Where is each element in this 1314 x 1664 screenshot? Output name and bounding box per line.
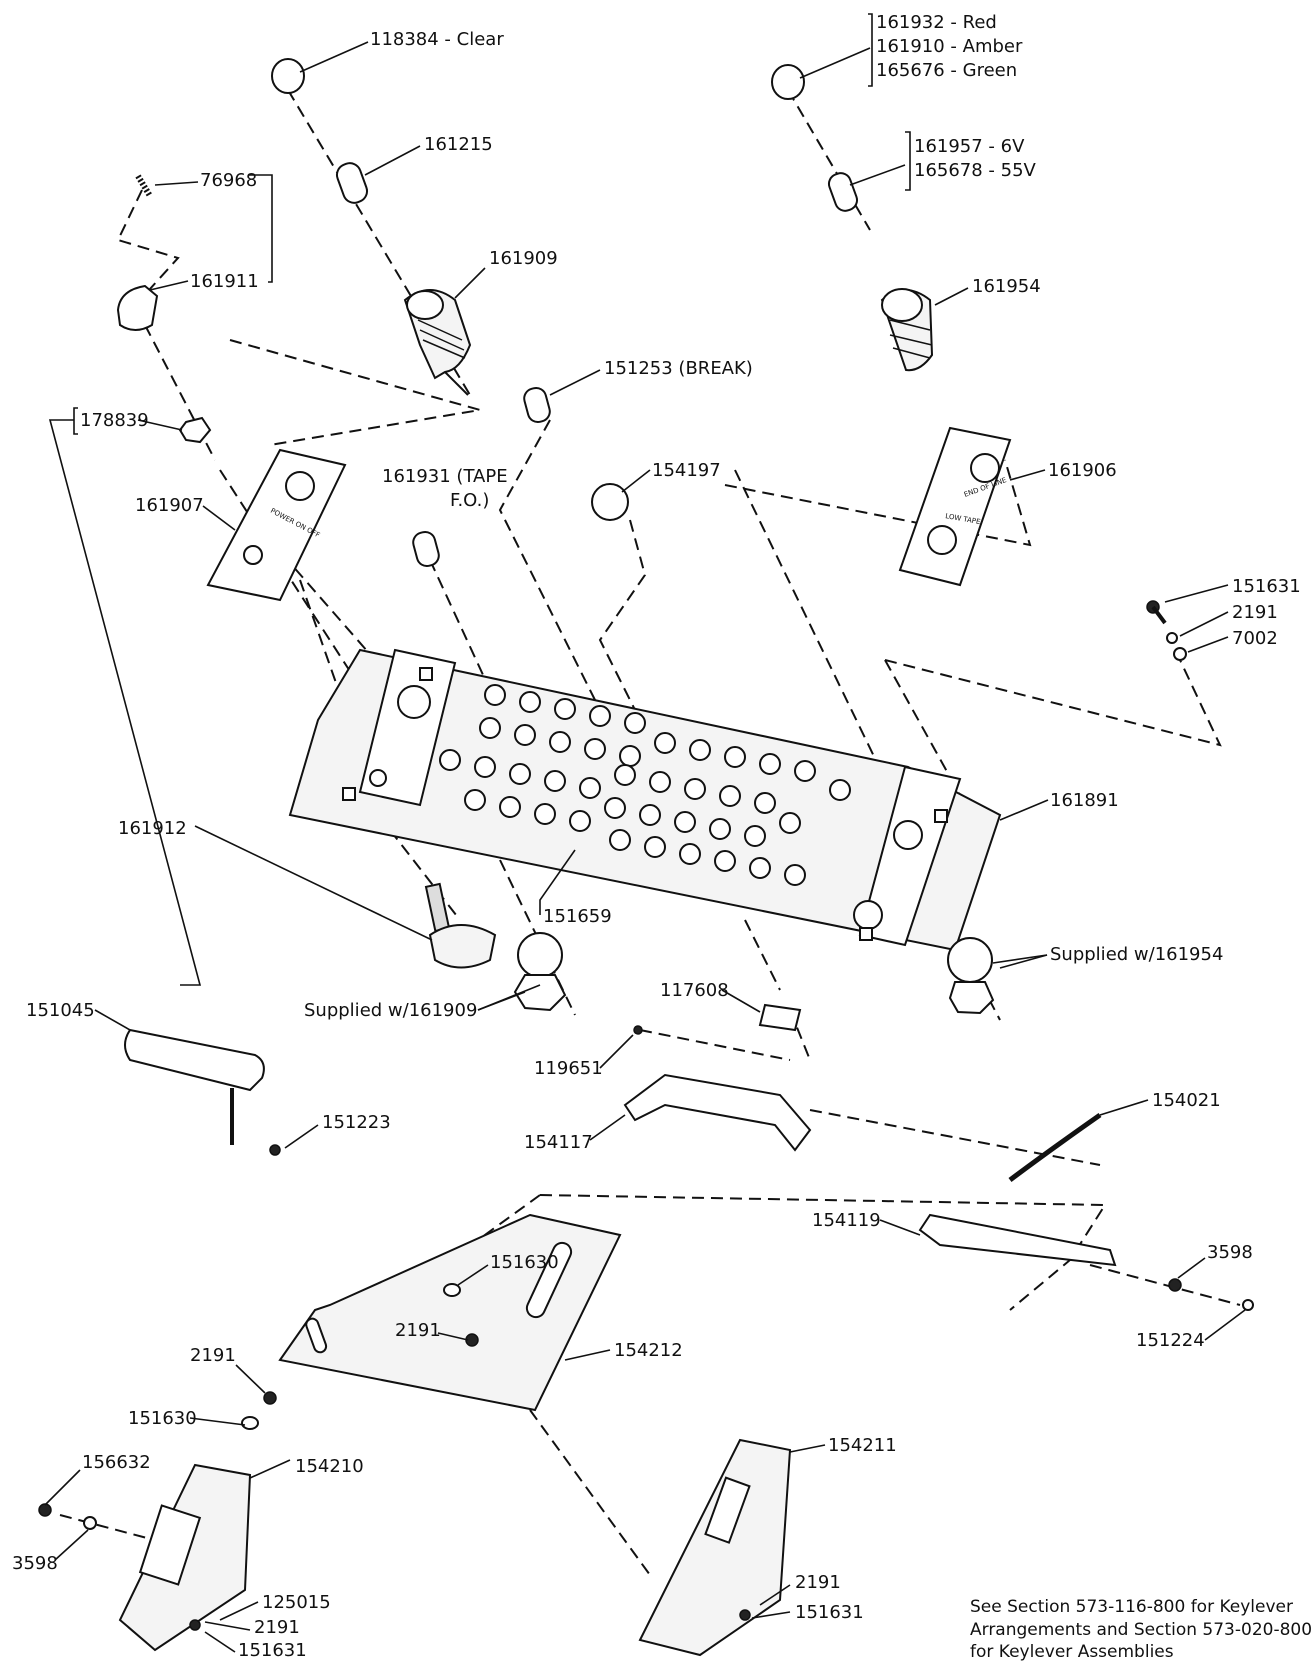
label-161957: 161957 - 6V xyxy=(914,136,1025,157)
label-151223: 151223 xyxy=(322,1112,391,1133)
label-151631-bl: 151631 xyxy=(238,1640,307,1661)
bail-154117 xyxy=(623,1073,812,1152)
label-161932: 161932 - Red xyxy=(876,12,997,33)
label-161931-b: F.O.) xyxy=(450,490,490,511)
label-154197: 154197 xyxy=(652,460,721,481)
label-154211: 154211 xyxy=(828,1435,897,1456)
leader-lines xyxy=(44,13,1246,1653)
bracket-154212 xyxy=(278,1213,622,1412)
footnote-line-2: Arrangements and Section 573-020-800 xyxy=(970,1620,1313,1640)
label-151630-left: 151630 xyxy=(128,1408,197,1429)
label-3598-left: 3598 xyxy=(12,1553,58,1574)
footnote-line-3: for Keylever Assemblies xyxy=(970,1642,1174,1662)
label-151224: 151224 xyxy=(1136,1330,1205,1351)
bracket-154210 xyxy=(118,1463,252,1652)
plate-161907: POWER ON OFF xyxy=(206,448,347,602)
screw-151630-left xyxy=(241,1391,277,1430)
nut-178839 xyxy=(178,416,212,444)
label-3598-right: 3598 xyxy=(1207,1242,1253,1263)
socket-nut-set-161954 xyxy=(947,937,995,1015)
label-2191-mid: 2191 xyxy=(395,1320,441,1341)
ball-knob-154197 xyxy=(591,483,629,521)
label-161931-a: 161931 (TAPE xyxy=(382,466,508,487)
lamp-cap-clear xyxy=(271,58,305,94)
lamp-cap-colored xyxy=(771,64,805,100)
lens-151253 xyxy=(523,386,551,424)
lens-161931 xyxy=(412,530,440,568)
screw-set-top-right xyxy=(1146,600,1187,661)
label-161909: 161909 xyxy=(489,248,558,269)
label-151631-top: 151631 xyxy=(1232,576,1301,597)
label-supplied-161954: Supplied w/161954 xyxy=(1050,944,1224,965)
screw-156632 xyxy=(38,1503,52,1517)
label-supplied-161909: Supplied w/161909 xyxy=(304,1000,478,1021)
label-154117: 154117 xyxy=(524,1132,593,1153)
label-125015: 125015 xyxy=(262,1592,331,1613)
lamp-bulb-161215 xyxy=(335,162,369,204)
lamp-bulb-161957 xyxy=(827,172,859,212)
label-161910: 161910 - Amber xyxy=(876,36,1023,57)
label-161215: 161215 xyxy=(424,134,493,155)
screw-151224 xyxy=(1242,1299,1254,1311)
label-156632: 156632 xyxy=(82,1452,151,1473)
label-161911: 161911 xyxy=(190,271,259,292)
wire-154021 xyxy=(1008,1112,1102,1183)
label-178839: 178839 xyxy=(80,410,149,431)
label-161891: 161891 xyxy=(1050,790,1119,811)
screw-151631-bl xyxy=(189,1619,201,1631)
label-7002: 7002 xyxy=(1232,628,1278,649)
socket-nut-set-161909 xyxy=(513,932,567,1012)
label-161906: 161906 xyxy=(1048,460,1117,481)
keyboard-plate-161891 xyxy=(288,648,1002,952)
label-161912: 161912 xyxy=(118,818,187,839)
label-165678: 165678 - 55V xyxy=(914,160,1036,181)
clip-117608 xyxy=(758,1003,802,1032)
label-151045: 151045 xyxy=(26,1000,95,1021)
label-154210: 154210 xyxy=(295,1456,364,1477)
lamp-socket-161954 xyxy=(880,288,934,372)
nut-3598-right xyxy=(1168,1278,1182,1292)
label-161954: 161954 xyxy=(972,276,1041,297)
label-161907: 161907 xyxy=(135,495,204,516)
keyboard-holes xyxy=(439,684,851,886)
plate-161906: END OF LINE LOW TAPE xyxy=(898,426,1012,587)
nut-119651 xyxy=(633,1025,643,1035)
label-117608: 117608 xyxy=(660,980,729,1001)
label-118384: 118384 - Clear xyxy=(370,29,504,50)
label-2191-left: 2191 xyxy=(190,1345,236,1366)
label-154212: 154212 xyxy=(614,1340,683,1361)
knob-161911 xyxy=(116,284,159,331)
bracket-154211 xyxy=(638,1438,792,1657)
key-lever-151045 xyxy=(124,1028,281,1156)
label-2191-bl: 2191 xyxy=(254,1617,300,1638)
label-151253: 151253 (BREAK) xyxy=(604,358,753,379)
label-2191-top: 2191 xyxy=(1232,602,1278,623)
label-2191-br: 2191 xyxy=(795,1572,841,1593)
screw-151631-br xyxy=(739,1609,751,1621)
label-154021: 154021 xyxy=(1152,1090,1221,1111)
label-151631-br: 151631 xyxy=(795,1602,864,1623)
lever-154119 xyxy=(918,1213,1117,1267)
label-119651: 119651 xyxy=(534,1058,603,1079)
label-76968: 76968 xyxy=(200,170,258,191)
label-154119: 154119 xyxy=(812,1210,881,1231)
label-165676: 165676 - Green xyxy=(876,60,1018,81)
switch-161912 xyxy=(424,882,497,969)
lamp-socket-161909 xyxy=(403,289,472,396)
screw-151630-mid xyxy=(443,1283,479,1347)
nut-3598-left xyxy=(83,1516,97,1530)
footnote-line-1: See Section 573-116-800 for Keylever xyxy=(970,1597,1293,1617)
label-151630-mid: 151630 xyxy=(490,1252,559,1273)
label-151659: 151659 xyxy=(543,906,612,927)
